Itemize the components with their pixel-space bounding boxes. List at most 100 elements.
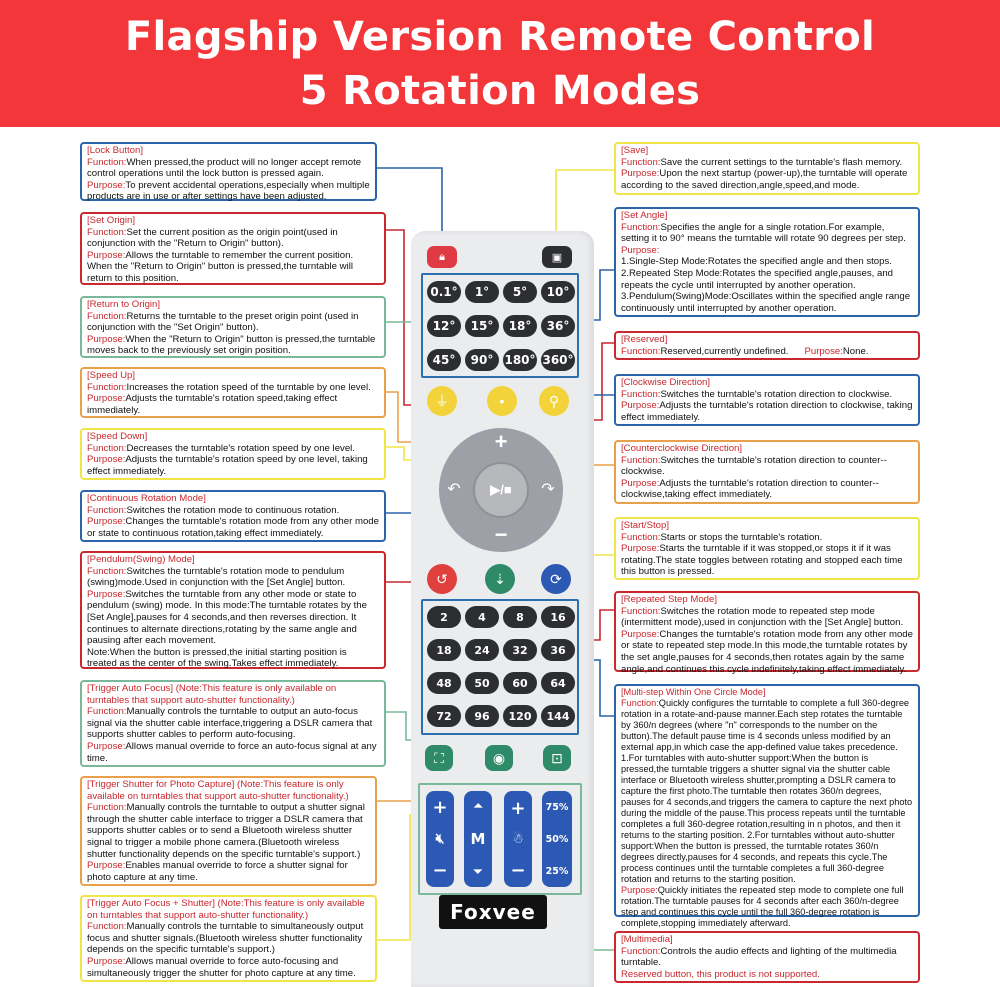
multimedia-box: [Multimedia] Function:Controls the audio…: [614, 931, 920, 983]
ccw-function-text: Switches the turntable's rotation direct…: [621, 454, 887, 478]
focusshutter-title: [Trigger Auto Focus + Shutter] (Note:Thi…: [87, 898, 365, 921]
angle-button[interactable]: 0.1°: [427, 281, 461, 303]
angle-button[interactable]: 5°: [503, 281, 537, 303]
start-stop-box: [Start/Stop] Function:Starts or stops th…: [614, 517, 920, 580]
setorigin-function-text: Set the current position as the origin p…: [87, 226, 338, 250]
step-button[interactable]: 64: [541, 672, 575, 694]
step-button[interactable]: 48: [427, 672, 461, 694]
speed-down-button[interactable]: −: [494, 522, 508, 547]
step-button[interactable]: 50: [465, 672, 499, 694]
shutter-box: [Trigger Shutter for Photo Capture] (Not…: [80, 776, 377, 886]
step-button[interactable]: 144: [541, 705, 575, 727]
save-button[interactable]: ▣: [542, 246, 572, 268]
focusshutter-function-text: Manually controls the turntable to simul…: [87, 921, 364, 956]
return-icon: ⚲: [548, 392, 560, 409]
return-function-key: Function:: [87, 310, 127, 322]
angle-panel: 0.1° 1° 5° 10° 12° 15° 18° 36° 45° 90° 1…: [421, 273, 579, 378]
reserved-function-key: Function:: [621, 345, 661, 357]
multistep-purpose-text: Quickly initiates the repeated step mode…: [621, 885, 904, 928]
lock-purpose-text: To prevent accidental operations,especia…: [87, 179, 370, 203]
step-button[interactable]: 72: [427, 705, 461, 727]
step-button[interactable]: 60: [503, 672, 537, 694]
angle-button[interactable]: 45°: [427, 349, 461, 371]
origin-pin-icon: ⏚: [435, 393, 449, 409]
triangle-down-icon: ⏷: [473, 864, 483, 878]
mode-rocker[interactable]: ⏶ M ⏷: [464, 791, 492, 887]
ccw-button[interactable]: ↶: [443, 475, 465, 505]
step-button[interactable]: 4: [465, 606, 499, 628]
angle-button[interactable]: 180°: [503, 349, 537, 371]
lock-button[interactable]: 🔒︎: [427, 246, 457, 268]
speeddown-purpose-key: Purpose:: [87, 454, 126, 466]
volume-down-label: −: [432, 859, 448, 881]
save-purpose-key: Purpose:: [621, 168, 660, 180]
set-angle-box: [Set Angle] Function:Specifies the angle…: [614, 207, 920, 317]
multi-step-box: [Multi-step Within One Circle Mode] Func…: [614, 684, 920, 928]
repeated-purpose-text: Changes the turntable's rotation mode fr…: [621, 628, 913, 675]
auto-focus-button[interactable]: ⛶: [425, 745, 453, 771]
repeated-purpose-key: Purpose:: [621, 628, 660, 640]
pendulum-button[interactable]: ↺: [427, 564, 457, 594]
step-button[interactable]: 36: [541, 639, 575, 661]
pendulum-purpose-key: Purpose:: [87, 588, 126, 600]
pendulum-function-key: Function:: [87, 565, 127, 577]
speedup-purpose-text: Adjusts the turntable's rotation speed,t…: [87, 393, 338, 416]
step-button[interactable]: 96: [465, 705, 499, 727]
return-purpose-key: Purpose:: [87, 333, 126, 345]
angle-button[interactable]: 360°: [541, 349, 575, 371]
step-button[interactable]: 16: [541, 606, 575, 628]
mode-label: M: [470, 829, 486, 848]
lock-purpose-key: Purpose:: [87, 179, 126, 191]
reserved-box: [Reserved] Function:Reserved,currently u…: [614, 331, 920, 360]
cw-function-text: Switches the turntable's rotation direct…: [660, 388, 893, 400]
light-rocker[interactable]: + ☃ −: [504, 791, 532, 887]
angle-button[interactable]: 18°: [503, 315, 537, 337]
step-button[interactable]: 18: [427, 639, 461, 661]
focusshutter-purpose-text: Allows manual override to force auto-foc…: [87, 955, 356, 979]
shutter-title: [Trigger Shutter for Photo Capture] (Not…: [87, 779, 349, 802]
speed-down-box: [Speed Down] Function:Decreases the turn…: [80, 428, 386, 480]
repeated-step-button[interactable]: ⇣: [485, 564, 515, 594]
angle-button[interactable]: 1°: [465, 281, 499, 303]
focus-shutter-button[interactable]: ⊡: [543, 745, 571, 771]
autofocus-function-text: Manually controls the turntable to outpu…: [87, 706, 373, 741]
speedup-function-text: Increases the rotation speed of the turn…: [126, 381, 371, 393]
step-panel: 2 4 8 16 18 24 32 36 48 50 60 64 72 96 1…: [421, 599, 579, 735]
cw-button[interactable]: ↷: [537, 475, 559, 505]
step-button[interactable]: 32: [503, 639, 537, 661]
angle-button[interactable]: 15°: [465, 315, 499, 337]
multimedia-function-key: Function:: [621, 945, 661, 957]
save-function-key: Function:: [621, 156, 661, 168]
light-up-label: +: [510, 797, 526, 819]
step-button[interactable]: 24: [465, 639, 499, 661]
lock-button-box: [Lock Button] Function:When pressed,the …: [80, 142, 377, 203]
continuous-button[interactable]: ⟳: [541, 564, 571, 594]
triangle-up-icon: ⏶: [473, 799, 483, 813]
light-down-label: −: [510, 859, 526, 881]
autofocus-purpose-text: Allows manual override to force an auto-…: [87, 740, 377, 764]
step-button[interactable]: 2: [427, 606, 461, 628]
level-rocker[interactable]: 75% 50% 25%: [542, 791, 572, 887]
angle-button[interactable]: 12°: [427, 315, 461, 337]
step-button[interactable]: 8: [503, 606, 537, 628]
speed-up-button[interactable]: +: [494, 429, 508, 454]
angle-button[interactable]: 36°: [541, 315, 575, 337]
multimedia-function-text: Controls the audio effects and lighting …: [621, 945, 897, 969]
setorigin-title: [Set Origin]: [87, 215, 135, 226]
shutter-button[interactable]: ◉: [485, 745, 513, 771]
start-stop-button[interactable]: ▶/■: [473, 462, 529, 518]
speedup-function-key: Function:: [87, 381, 127, 393]
shutter-function-key: Function:: [87, 802, 127, 814]
reserved-button[interactable]: •: [487, 386, 517, 416]
repeated-step-box: [Repeated Step Mode] Function:Switches t…: [614, 591, 920, 675]
volume-rocker[interactable]: + 🔇︎ −: [426, 791, 454, 887]
focus-frame-icon: ⛶: [434, 749, 444, 766]
step-button[interactable]: 120: [503, 705, 537, 727]
rotate-ccw-icon: ↶: [447, 481, 461, 498]
multistep-function-text: Quickly configures the turntable to comp…: [621, 698, 913, 884]
angle-button[interactable]: 10°: [541, 281, 575, 303]
level-50-label: 50%: [545, 833, 569, 845]
angle-button[interactable]: 90°: [465, 349, 499, 371]
set-origin-button[interactable]: ⏚: [427, 386, 457, 416]
return-origin-button[interactable]: ⚲: [539, 386, 569, 416]
